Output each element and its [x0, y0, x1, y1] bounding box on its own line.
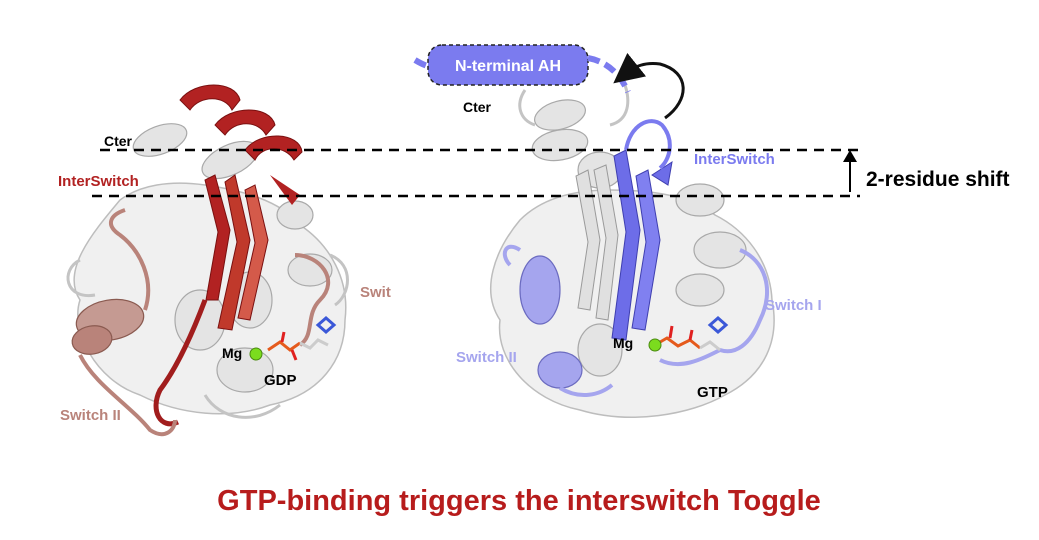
gtp-ligand [654, 316, 729, 352]
gtp-helix-label: N-terminal AH [455, 58, 561, 75]
gtp-linker [518, 84, 630, 127]
gdp-loop-2 [329, 253, 349, 307]
gdp-loop-1 [66, 258, 96, 298]
gdp-mg-label: Mg [222, 345, 242, 361]
gtp-nucleotide-label: GTP [697, 384, 728, 401]
gdp-helix-gray-1 [132, 123, 188, 157]
gtp-mg-label: Mg [613, 335, 633, 351]
gtp-cter-label: Cter [463, 99, 492, 115]
toggle-arrow [613, 52, 685, 120]
gtp-helix-gray-2 [531, 128, 589, 162]
gtp-helix-gray-1 [534, 99, 586, 131]
gtp-interswitch-loop [624, 119, 672, 170]
gtp-switch-ii [502, 244, 614, 397]
gtp-helix-gray-4 [675, 183, 725, 217]
gtp-switch-i [659, 248, 770, 367]
gdp-switch-ii [71, 208, 177, 437]
gdp-nucleotide-label: GDP [264, 372, 297, 389]
gdp-switch-i [294, 253, 331, 347]
gtp-gray-strands [575, 164, 619, 321]
gdp-helix-gray-5 [287, 253, 333, 287]
gtp-interswitch-strands [611, 149, 673, 341]
shift-label: 2-residue shift [866, 168, 1010, 191]
gtp-helix-gray-7 [577, 323, 623, 377]
gdp-ligand [267, 316, 337, 361]
gdp-cter-label: Cter [104, 133, 133, 149]
gdp-red-helix [179, 84, 303, 161]
gtp-mg-ion [648, 338, 662, 352]
gtp-helix-gray-5 [693, 231, 747, 269]
gdp-loop-3 [203, 394, 281, 419]
gdp-interswitch-strands [204, 174, 300, 331]
caption: GTP-binding triggers the interswitch Tog… [217, 485, 821, 517]
gdp-helix-gray-7 [276, 200, 314, 230]
gtp-switch-ii-label: Switch II [456, 349, 517, 366]
gdp-interswitch-label: InterSwitch [58, 173, 139, 190]
gtp-helix-gray-6 [675, 273, 725, 307]
gdp-switch-i-label: Swit [360, 284, 391, 301]
gtp-interswitch-label: InterSwitch [694, 151, 775, 168]
gdp-mg-ion [249, 347, 263, 361]
gdp-interswitch-loop [153, 299, 208, 427]
shift-arrow-head [843, 150, 857, 162]
gtp-structure [413, 44, 775, 418]
gtp-switch-i-label: Switch I [765, 297, 822, 314]
gdp-switch-ii-label: Switch II [60, 407, 121, 424]
gdp-structure [66, 84, 349, 437]
